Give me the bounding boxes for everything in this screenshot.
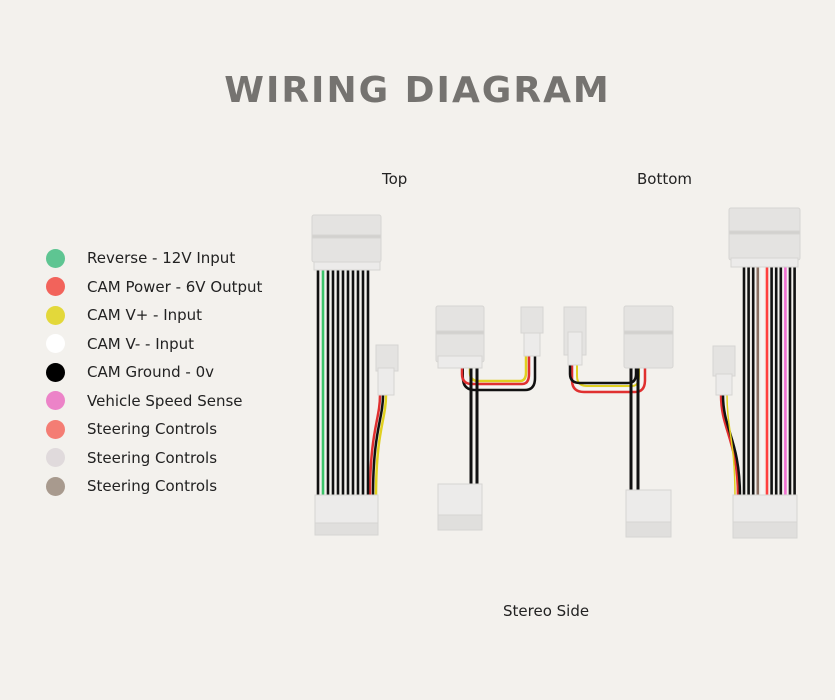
legend-item: CAM Power - 6V Output <box>46 273 262 302</box>
wire-red <box>368 394 382 498</box>
connector-small-middle-left <box>520 306 544 334</box>
legend-label: CAM V+ - Input <box>87 306 203 325</box>
wire-red <box>719 394 740 498</box>
connector-middle-right <box>623 305 674 369</box>
color-swatch <box>46 248 65 268</box>
connector-pins <box>437 355 483 369</box>
color-swatch <box>46 419 65 439</box>
wire-red <box>570 365 647 394</box>
connector-pins <box>625 521 672 538</box>
legend-label: CAM Power - 6V Output <box>87 277 263 296</box>
connector-ridge <box>311 234 382 239</box>
connector-pins <box>314 522 379 536</box>
connector-plug <box>377 367 395 396</box>
wire-red <box>460 356 531 386</box>
label-stereo-side: Stereo Side <box>503 602 590 620</box>
connector-ridge <box>623 330 674 335</box>
legend-label: Vehicle Speed Sense <box>87 391 243 410</box>
wire-black <box>461 356 537 392</box>
color-swatch <box>46 476 65 496</box>
legend-item: Steering Controls <box>46 472 262 501</box>
connector-plug <box>715 373 733 396</box>
page-title: WIRING DIAGRAM <box>224 70 611 111</box>
connector-pins <box>313 261 381 271</box>
legend-label: Steering Controls <box>87 477 218 496</box>
connector-plug <box>523 332 541 357</box>
connector-plug <box>567 331 583 366</box>
legend: Reverse - 12V Input CAM Power - 6V Outpu… <box>46 244 262 501</box>
wire-yellow <box>374 394 388 498</box>
connector-pins <box>732 521 798 539</box>
legend-label: Steering Controls <box>87 448 218 467</box>
legend-label: CAM V- - Input <box>87 334 195 353</box>
legend-label: Steering Controls <box>87 420 218 439</box>
legend-label: CAM Ground - 0v <box>87 363 214 382</box>
color-swatch <box>46 305 65 325</box>
connectors <box>311 207 801 539</box>
connector-pins <box>730 257 799 268</box>
color-swatch <box>46 391 65 411</box>
label-top: Top <box>382 170 408 188</box>
legend-label: Reverse - 12V Input <box>87 249 236 268</box>
color-swatch <box>46 334 65 354</box>
wires <box>368 356 742 498</box>
legend-item: Steering Controls <box>46 444 262 473</box>
legend-item: Reverse - 12V Input <box>46 244 262 273</box>
color-swatch <box>46 277 65 297</box>
label-bottom: Bottom <box>637 170 693 188</box>
wire-black <box>371 394 385 498</box>
legend-item: CAM V+ - Input <box>46 301 262 330</box>
legend-item: CAM V- - Input <box>46 330 262 359</box>
wire-black <box>568 365 638 385</box>
legend-item: Steering Controls <box>46 415 262 444</box>
wire-yellow <box>726 394 736 498</box>
legend-item: CAM Ground - 0v <box>46 358 262 387</box>
connector-small-right <box>712 345 736 377</box>
right-main-wires <box>742 265 796 497</box>
connector-pins <box>437 514 483 531</box>
connector-ridge <box>435 330 485 335</box>
wire-white <box>464 356 533 388</box>
connector-ridge <box>728 230 801 235</box>
color-swatch <box>46 362 65 382</box>
color-swatch <box>46 448 65 468</box>
left-main-wires <box>316 268 370 497</box>
legend-item: Vehicle Speed Sense <box>46 387 262 416</box>
connector-small-left <box>375 344 399 372</box>
